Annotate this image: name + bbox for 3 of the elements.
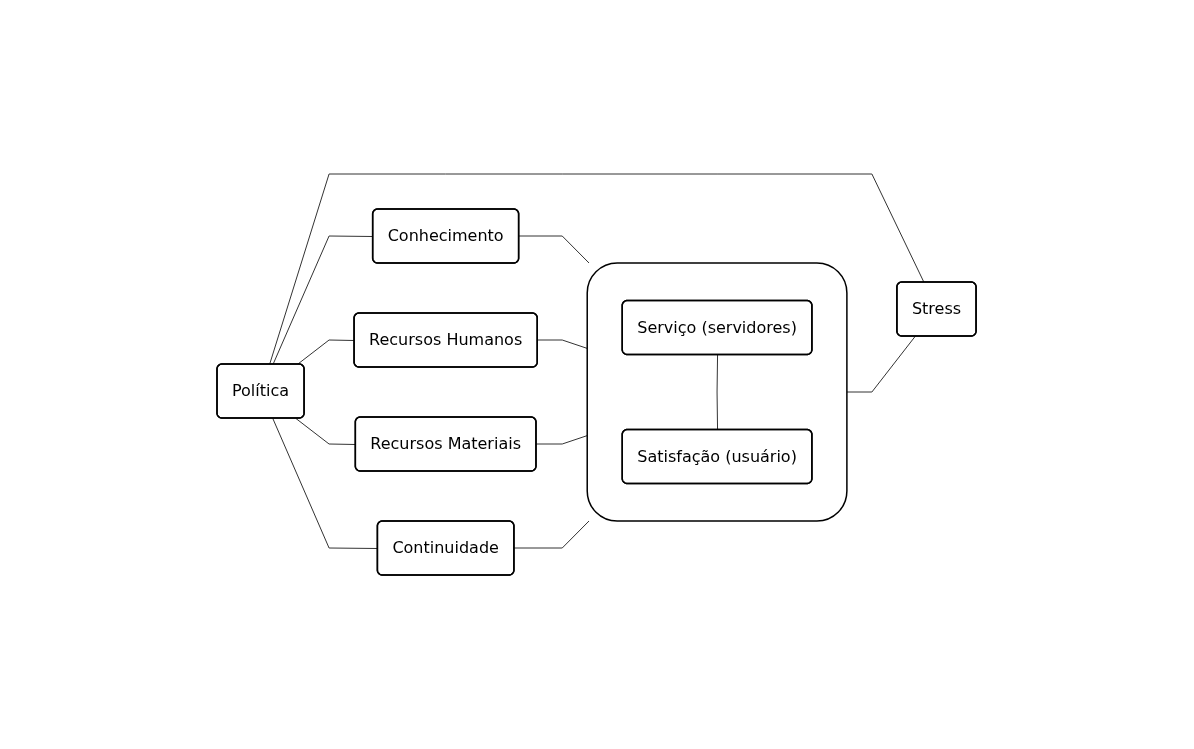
connector (269, 173, 926, 365)
cluster (586, 262, 849, 522)
connector (717, 354, 719, 431)
